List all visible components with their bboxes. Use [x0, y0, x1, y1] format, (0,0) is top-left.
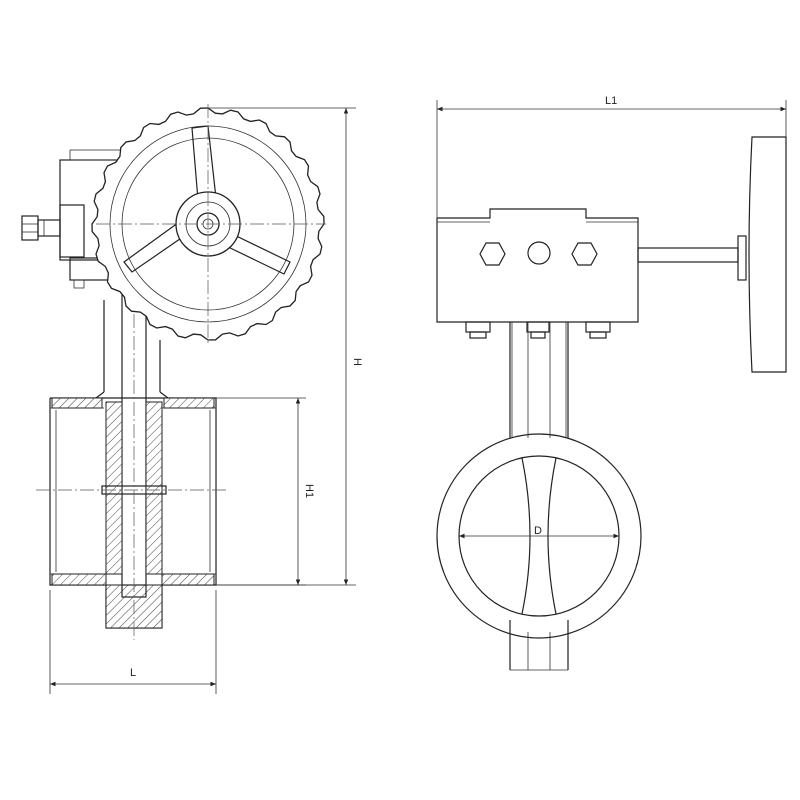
dimension-L1: L1	[436, 95, 787, 218]
round-plug-icon	[527, 241, 551, 265]
valve-body-ring: D	[436, 433, 642, 639]
dimension-H1: H1	[216, 397, 315, 586]
input-shaft-handwheel-edge	[637, 136, 787, 373]
label-D: D	[534, 525, 542, 537]
valve-body-section	[49, 397, 217, 629]
dimension-L: L	[49, 590, 217, 694]
label-L: L	[130, 667, 136, 679]
label-H: H	[351, 358, 363, 366]
hex-nut-icon	[479, 242, 506, 266]
label-H1: H1	[303, 484, 315, 498]
handwheel	[91, 104, 326, 346]
front-section-view: L H1 H	[21, 104, 363, 694]
neck-side	[509, 322, 569, 671]
hex-nut-icon	[571, 242, 598, 266]
side-view: D L1	[436, 95, 787, 671]
gearbox-side	[436, 208, 639, 339]
dimension-H: H	[208, 107, 363, 586]
label-L1: L1	[605, 95, 617, 107]
